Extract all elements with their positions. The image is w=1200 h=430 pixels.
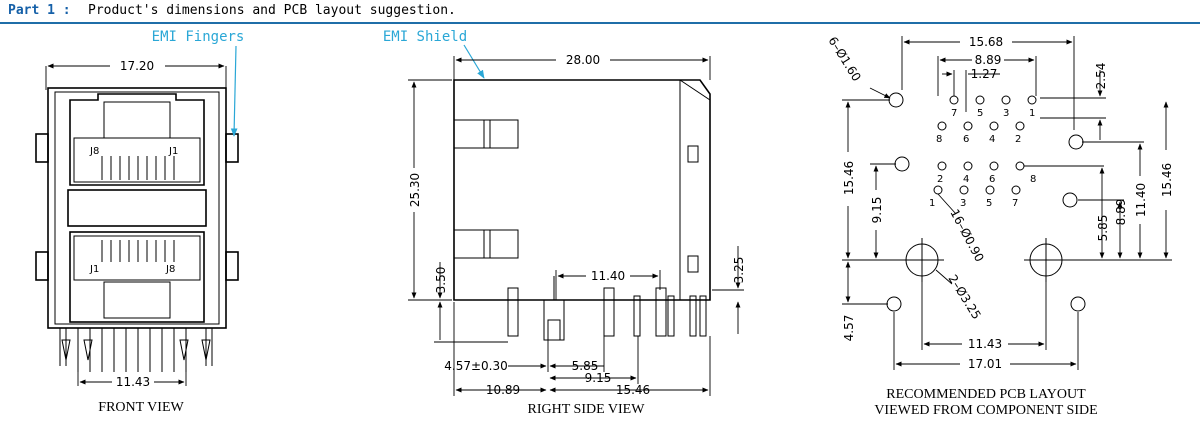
- top-pin-holes: 7 5 3 1 8 6 4 2: [936, 95, 1037, 145]
- part-label: Part 1 :: [8, 3, 71, 18]
- pcb-1140-dim: 11.40: [1134, 183, 1148, 217]
- emi-fingers-label: EMI Fingers: [152, 29, 245, 45]
- pcb-caption-2: VIEWED FROM COMPONENT SIDE: [874, 403, 1097, 418]
- side-standoff-dim: 3.50: [434, 267, 448, 294]
- front-view-caption: FRONT VIEW: [98, 400, 184, 415]
- pcb-bot-row1-pin: 6: [989, 174, 995, 185]
- side-1546-dim: 15.46: [616, 383, 650, 397]
- pcb-bot-row2-pin: 3: [960, 198, 966, 209]
- emi-shield-label: EMI Shield: [383, 29, 467, 45]
- pcb-top-row1-pin: 1: [1029, 108, 1035, 119]
- pcb-889-right-dim: 8.89: [1114, 199, 1128, 226]
- front-pin-pitch-dim: 11.43: [116, 375, 150, 389]
- front-j1-top: J1: [168, 146, 178, 157]
- side-457-dim: 4.57±0.30: [444, 359, 508, 373]
- pcb-585-dim: 5.85: [1096, 215, 1110, 242]
- side-height-dim: 25.30: [408, 173, 422, 207]
- side-view-caption: RIGHT SIDE VIEW: [528, 402, 646, 417]
- side-325-dim: 3.25: [732, 257, 746, 284]
- front-width-dim: 17.20: [120, 59, 154, 73]
- front-j8-bottom: J8: [165, 264, 175, 275]
- pcb-889-top-dim: 8.89: [975, 53, 1002, 67]
- side-585-dim: 5.85: [572, 359, 599, 373]
- front-j1-bottom: J1: [89, 264, 99, 275]
- side-1140-dim: 11.40: [591, 269, 625, 283]
- side-view: EMI Shield 28.00 25.30 3.50: [383, 29, 746, 417]
- pcb-top-row1-pin: 7: [951, 108, 957, 119]
- part-description: Product's dimensions and PCB layout sugg…: [88, 3, 456, 18]
- pcb-bot-row2-pin: 5: [986, 198, 992, 209]
- bottom-jack-contacts: [101, 240, 175, 262]
- pcb-1546-left-dim: 15.46: [842, 161, 856, 195]
- side-pins: [507, 287, 707, 341]
- pcb-1143-dim: 11.43: [968, 337, 1002, 351]
- pcb-top-row1-pin: 3: [1003, 108, 1009, 119]
- pcb-1568-dim: 15.68: [969, 35, 1003, 49]
- pcb-1546-right-dim: 15.46: [1160, 163, 1174, 197]
- pcb-hole16-label: 16–Ø0.90: [947, 207, 986, 264]
- header-bar: Part 1 : Product's dimensions and PCB la…: [0, 0, 1200, 24]
- pcb-bot-row2-pin: 7: [1012, 198, 1018, 209]
- front-pins: [59, 328, 213, 372]
- pcb-bot-row1-pin: 2: [937, 174, 943, 185]
- pcb-layout: 15.68 8.89 1.27 2.54 6–Ø1.60: [825, 34, 1174, 418]
- pcb-915-dim: 9.15: [870, 197, 884, 224]
- pcb-254-dim: 2.54: [1094, 63, 1108, 90]
- side-length-dim: 28.00: [566, 53, 600, 67]
- front-j8-top: J8: [89, 146, 99, 157]
- front-view: 17.20 J8 J1: [35, 59, 239, 415]
- pcb-top-row2-pin: 4: [989, 134, 995, 145]
- side-1089-dim: 10.89: [486, 383, 520, 397]
- pcb-1701-dim: 17.01: [968, 357, 1002, 371]
- pcb-top-row1-pin: 5: [977, 108, 983, 119]
- pcb-caption-1: RECOMMENDED PCB LAYOUT: [886, 387, 1086, 402]
- pcb-hole2-label: 2–Ø3.25: [945, 272, 983, 322]
- pcb-bot-row1-pin: 4: [963, 174, 969, 185]
- pcb-top-row2-pin: 2: [1015, 134, 1021, 145]
- pcb-top-row2-pin: 8: [936, 134, 942, 145]
- pcb-bot-row2-pin: 1: [929, 198, 935, 209]
- pcb-457-dim: 4.57: [842, 315, 856, 342]
- top-jack-contacts: [101, 156, 175, 180]
- pcb-bot-row1-pin: 8: [1030, 174, 1036, 185]
- pcb-top-row2-pin: 6: [963, 134, 969, 145]
- pcb-127-dim: 1.27: [971, 67, 998, 81]
- pcb-hole6-label: 6–Ø1.60: [825, 34, 863, 84]
- side-915-dim: 9.15: [585, 371, 612, 385]
